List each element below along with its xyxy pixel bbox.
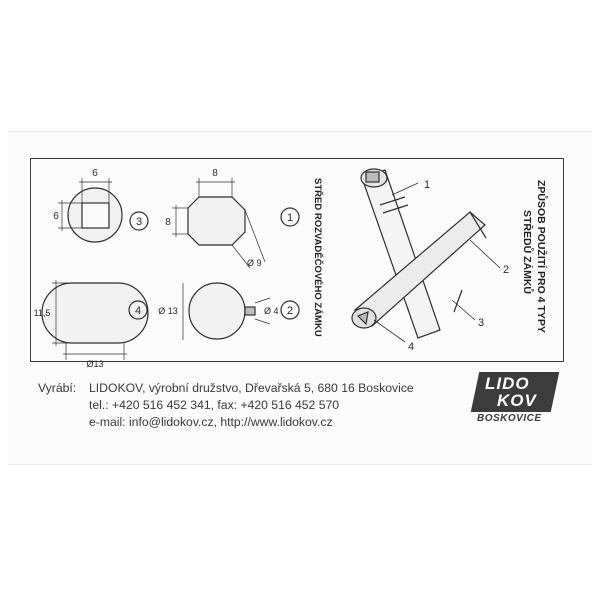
maker-label: Vyrábí:	[38, 381, 77, 395]
manufacturer-info: Vyrábí: LIDOKOV, výrobní družstvo, Dřevař…	[38, 380, 414, 431]
contact-line: e-mail: info@lidokov.cz, http://www.lido…	[89, 415, 333, 429]
shape-square-socket	[58, 178, 149, 243]
pin-diameter-label: Ø 4	[264, 306, 279, 316]
callout-3: 3	[478, 317, 484, 329]
panel-title-line1: ZPŮSOB POUŽITÍ PRO 4 TYPY	[535, 180, 547, 333]
panel-side-title: STŘED ROZVADĚČOVÉHO ZÁMKU	[312, 178, 323, 337]
chamfer-height-label: 8	[165, 217, 171, 228]
callout-4: 4	[408, 341, 414, 353]
chamfer-width-label: 8	[212, 168, 218, 179]
phone-line: tel.: +420 516 452 341, fax: +420 516 45…	[89, 398, 340, 412]
callout-1: 1	[424, 179, 430, 191]
shape-half-circle-socket	[41, 280, 149, 360]
shape-pin-socket	[182, 282, 300, 340]
half-circle-diameter-label: Ø13	[86, 359, 103, 369]
callout-2: 2	[503, 264, 509, 276]
panel-title-line2: STŘEDŮ ZÁMKŮ	[521, 210, 533, 294]
shape-number-2: 2	[287, 305, 293, 317]
lidokov-logo: LIDO KOV BOSKOVICE	[470, 372, 560, 428]
shape-number-3: 3	[136, 216, 142, 228]
half-circle-height-label: 11,5	[34, 308, 51, 318]
shape-number-4: 4	[135, 305, 141, 317]
shape-chamfered-socket	[172, 178, 300, 269]
chamfer-diag-label: Ø 9	[247, 258, 262, 268]
shape-number-1: 1	[287, 212, 293, 224]
key-tool-illustration	[351, 168, 501, 343]
square-width-label: 6	[92, 168, 98, 179]
square-height-label: 6	[53, 211, 59, 222]
instruction-panel	[30, 158, 564, 362]
pin-circle-diameter-label: Ø 13	[158, 306, 178, 316]
maker-line: LIDOKOV, výrobní družstvo, Dřevařská 5, …	[89, 381, 414, 395]
